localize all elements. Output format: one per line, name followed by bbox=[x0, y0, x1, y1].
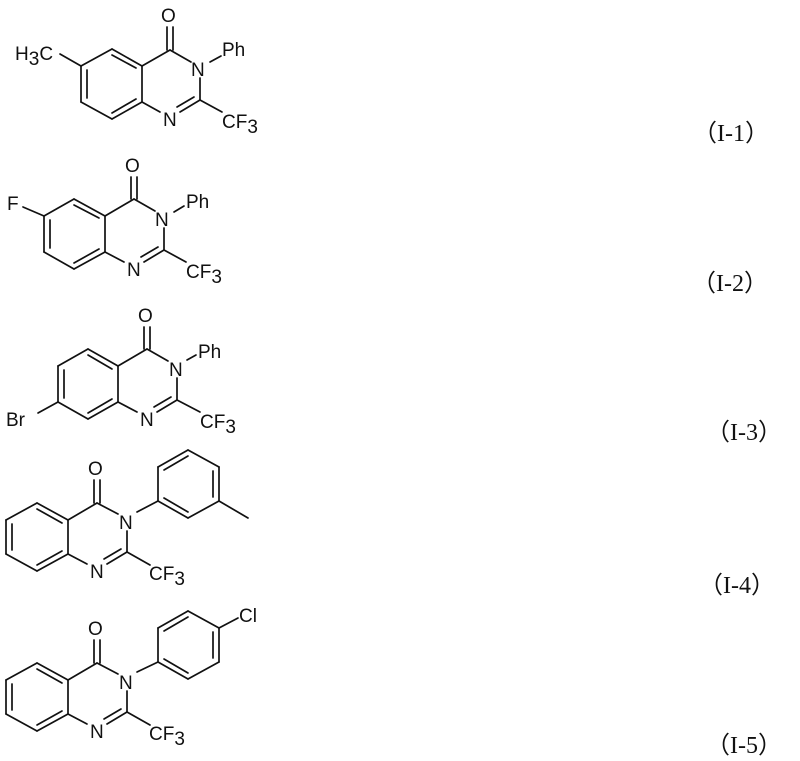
structure-I-5: O N N CF3 Cl bbox=[0, 590, 300, 761]
group-h3c: H3C bbox=[15, 44, 53, 70]
structure-I-2: O N Ph N CF3 F bbox=[0, 150, 300, 290]
atom-br: Br bbox=[6, 410, 26, 431]
atom-n3: N bbox=[169, 360, 183, 381]
structure-I-3: O N Ph N CF3 Br bbox=[0, 290, 300, 440]
atom-n1: N bbox=[90, 562, 104, 583]
atom-o: O bbox=[88, 619, 103, 640]
atom-o: O bbox=[161, 6, 176, 27]
atom-n3: N bbox=[119, 673, 133, 694]
atom-n3: N bbox=[155, 210, 169, 231]
compound-label-I-2: （I-2） bbox=[692, 271, 768, 297]
compound-label-I-5: （I-5） bbox=[706, 733, 782, 759]
atom-n1: N bbox=[140, 410, 154, 431]
compound-label-I-4: （I-4） bbox=[699, 573, 775, 599]
atom-o: O bbox=[138, 306, 153, 327]
atom-n1: N bbox=[163, 110, 177, 131]
atom-cl: Cl bbox=[239, 606, 257, 627]
group-ph: Ph bbox=[198, 342, 221, 363]
atom-n3: N bbox=[119, 513, 133, 534]
atom-n1: N bbox=[90, 722, 104, 743]
atom-n3: N bbox=[191, 60, 205, 81]
atom-o: O bbox=[88, 459, 103, 480]
structure-I-4: O N N CF3 bbox=[0, 440, 300, 600]
group-ph: Ph bbox=[186, 192, 209, 213]
atom-n1: N bbox=[127, 260, 141, 281]
compound-label-I-3: （I-3） bbox=[706, 420, 782, 446]
group-cf3: CF3 bbox=[149, 724, 185, 750]
group-cf3: CF3 bbox=[186, 262, 222, 288]
group-cf3: CF3 bbox=[222, 112, 258, 138]
group-cf3: CF3 bbox=[149, 564, 185, 590]
compound-label-I-1: （I-1） bbox=[693, 121, 769, 147]
atom-f: F bbox=[7, 194, 19, 215]
atom-o: O bbox=[125, 156, 140, 177]
structure-I-1: O N Ph N CF3 H3C bbox=[0, 0, 300, 150]
group-ph: Ph bbox=[222, 40, 245, 61]
group-cf3: CF3 bbox=[200, 412, 236, 438]
